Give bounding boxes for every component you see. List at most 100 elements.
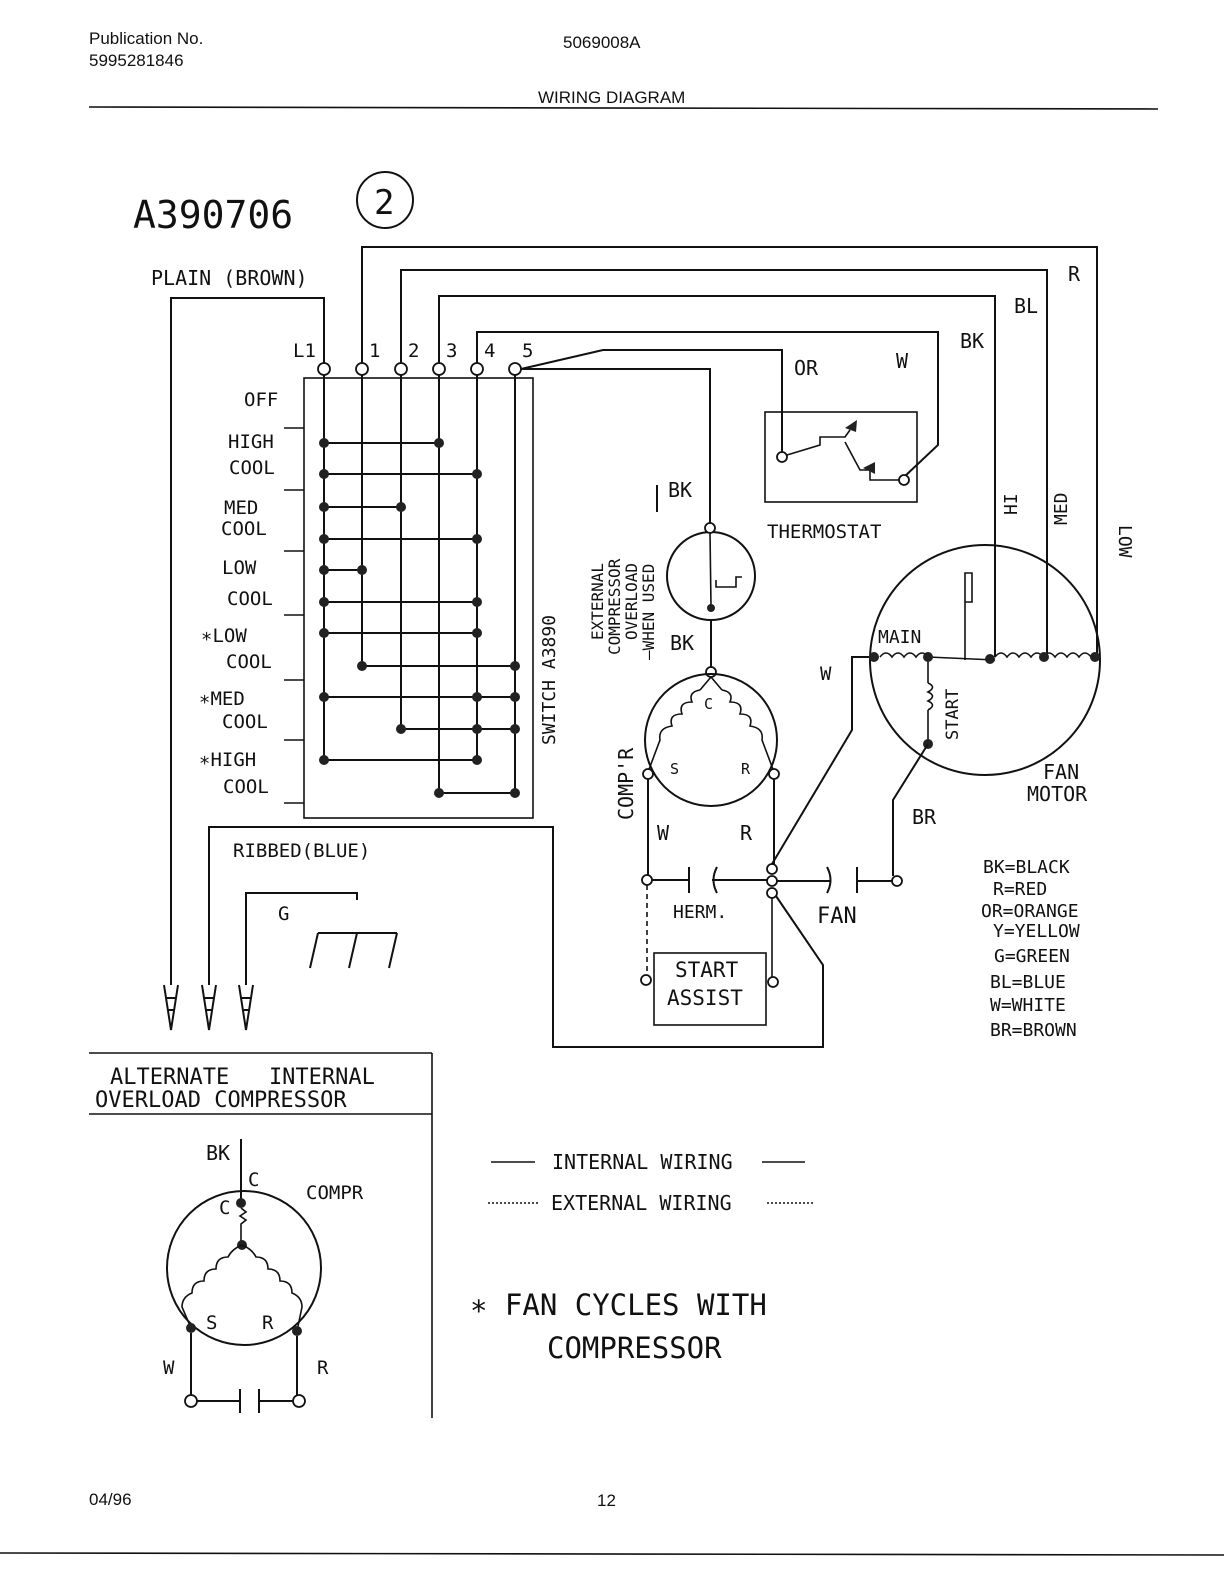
ground-symbol — [309, 932, 398, 969]
alternate-r: R — [262, 1312, 274, 1334]
alternate-c-outer: C — [248, 1169, 259, 1191]
wiring-key: INTERNAL WIRING EXTERNAL WIRING — [488, 1150, 815, 1215]
overload-top-node — [704, 522, 716, 534]
compressor-c: C — [704, 695, 713, 713]
svg-text:COMPRESSOR: COMPRESSOR — [605, 558, 624, 655]
switch-position-labels: OFF HIGH COOL MED COOL LOW COOL ∗LOW COO… — [199, 389, 278, 798]
svg-text:Y=YELLOW: Y=YELLOW — [993, 921, 1080, 942]
thermostat-contacts — [776, 420, 910, 486]
svg-text:BK=BLACK: BK=BLACK — [983, 857, 1070, 878]
fan-motor-windings — [869, 572, 1100, 749]
fan-motor-start: START — [943, 689, 963, 740]
capacitor-wiring — [208, 656, 903, 1048]
position-off: OFF — [244, 389, 278, 411]
wire-label-w-fan: W — [820, 663, 832, 685]
position-low-cool-1: LOW — [222, 557, 257, 579]
compressor-label: COMP'R — [614, 747, 638, 820]
position-fan-high-cool-1: ∗HIGH — [199, 749, 256, 771]
br-wire — [892, 743, 929, 876]
compressor-s: S — [670, 760, 679, 778]
fan-capacitor-label: FAN — [817, 904, 857, 929]
compressor-s-node — [642, 768, 654, 780]
overload-label: EXTERNAL COMPRESSOR OVERLOAD —WHEN USED — [588, 558, 658, 660]
position-low-cool-2: COOL — [227, 588, 273, 610]
position-med-cool-1: MED — [224, 497, 258, 519]
switch-terminal-5: 5 — [522, 340, 533, 362]
wire-label-r-comp: R — [740, 821, 753, 845]
switch-terminal-2: 2 — [408, 340, 419, 362]
compressor-c-node — [705, 666, 717, 678]
alternate-windings — [181, 1139, 306, 1413]
switch-terminal-3-node — [432, 362, 446, 376]
alternate-w-wire: W — [163, 1357, 175, 1379]
position-fan-med-cool-1: ∗MED — [199, 688, 245, 710]
switch-position-ticks — [284, 427, 304, 804]
wire-label-w-top: W — [896, 349, 909, 373]
internal-wiring-label: INTERNAL WIRING — [552, 1150, 733, 1174]
position-fan-med-cool-2: COOL — [222, 711, 268, 733]
alternate-compr: COMPR — [306, 1182, 364, 1204]
page-number: 12 — [597, 1491, 616, 1510]
svg-text:OR=ORANGE: OR=ORANGE — [981, 901, 1079, 922]
wire-color-legend: BK=BLACK R=RED OR=ORANGE Y=YELLOW G=GREE… — [981, 857, 1080, 1041]
switch-terminal-2-node — [394, 362, 408, 376]
alternate-compressor-circle — [166, 1190, 322, 1346]
fan-motor-main: MAIN — [878, 627, 921, 648]
fan-motor-low: LOW — [1114, 525, 1135, 558]
position-med-cool-2: COOL — [221, 518, 267, 540]
fan-motor-med: MED — [1051, 492, 1072, 525]
switch-label: SWITCH A3890 — [539, 615, 560, 745]
publication-label: Publication No. — [89, 29, 204, 48]
wire-label-bl: BL — [1014, 294, 1038, 318]
drawing-number: A390706 — [133, 193, 293, 237]
compressor-r-node — [768, 768, 780, 780]
start-assist-line2: ASSIST — [667, 986, 743, 1010]
wire-label-bk-overload: BK — [668, 478, 692, 502]
start-assist-box — [653, 952, 767, 1026]
compressor-windings — [647, 676, 775, 773]
compressor-circle — [644, 673, 778, 807]
thermostat-box — [764, 411, 918, 503]
fan-motor-label-2: MOTOR — [1027, 782, 1088, 806]
switch-terminal-4: 4 — [484, 340, 495, 362]
alternate-title-2: OVERLOAD COMPRESSOR — [95, 1088, 347, 1113]
switch-terminal-3: 3 — [446, 340, 457, 362]
sheet-circle — [356, 171, 414, 229]
svg-text:W=WHITE: W=WHITE — [990, 995, 1066, 1016]
herm-capacitor-label: HERM. — [673, 902, 727, 923]
section-title: WIRING DIAGRAM — [538, 88, 686, 107]
switch-terminal-5-node — [508, 362, 522, 376]
svg-text:OVERLOAD: OVERLOAD — [622, 563, 641, 640]
switch-contacts — [319, 438, 520, 798]
fan-motor-hi: HI — [1001, 493, 1022, 515]
alternate-s: S — [206, 1312, 217, 1334]
alternate-c-inner: C — [219, 1197, 230, 1219]
thermostat-label: THERMOSTAT — [767, 521, 881, 543]
footer-rule — [0, 1552, 1224, 1556]
svg-text:BL=BLUE: BL=BLUE — [990, 972, 1066, 993]
model-number: 5069008A — [563, 33, 641, 52]
note-line-1: ∗ FAN CYCLES WITH — [470, 1288, 767, 1322]
wire-label-or: OR — [794, 356, 819, 380]
overload-element — [715, 576, 742, 588]
svg-text:G=GREEN: G=GREEN — [994, 946, 1070, 967]
svg-text:EXTERNAL: EXTERNAL — [588, 563, 607, 640]
position-fan-low-cool-1: ∗LOW — [201, 625, 247, 647]
sheet-number: 2 — [374, 183, 394, 223]
fan-motor-label-1: FAN — [1043, 760, 1079, 784]
switch-terminal-4-node — [470, 362, 484, 376]
start-assist-line1: START — [675, 958, 739, 982]
wire-label-bk: BK — [960, 329, 984, 353]
ribbed-wire-label: RIBBED(BLUE) — [233, 840, 370, 862]
svg-text:R=RED: R=RED — [993, 879, 1047, 900]
footer-date: 04/96 — [89, 1490, 132, 1509]
switch-buses — [323, 375, 516, 793]
position-fan-high-cool-2: COOL — [223, 776, 269, 798]
ground-wire — [245, 892, 358, 985]
alternate-title-1: ALTERNATE INTERNAL — [110, 1065, 375, 1090]
plug-prongs — [163, 984, 254, 1031]
position-fan-low-cool-2: COOL — [226, 651, 272, 673]
wire-label-bk-comp: BK — [670, 631, 694, 655]
external-wiring-label: EXTERNAL WIRING — [551, 1191, 732, 1215]
